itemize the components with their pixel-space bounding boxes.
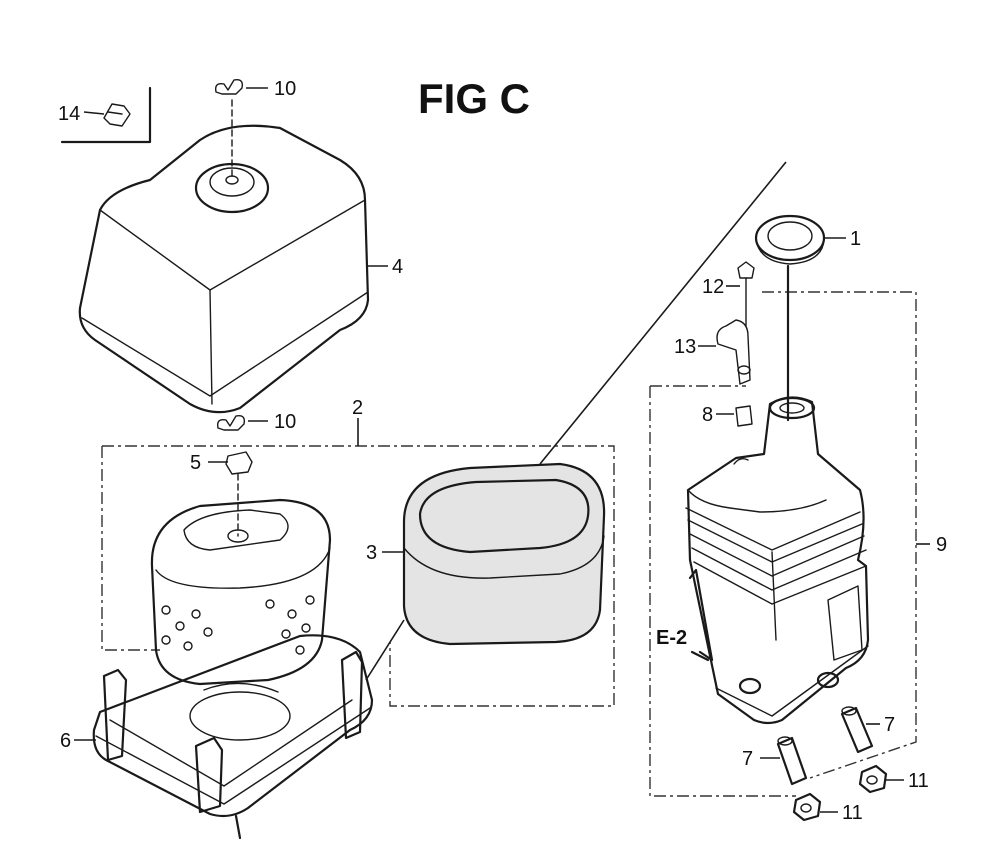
- callout-11-right: 11: [908, 770, 929, 792]
- callout-14: 14: [58, 103, 80, 125]
- element-assembly-2-box: [101, 418, 615, 707]
- callout-7-left: 7: [742, 748, 753, 770]
- tube-7-left: [760, 736, 808, 786]
- nut-5: [208, 451, 253, 537]
- section-reference-label: E-2: [656, 627, 687, 649]
- tube-7-right: [840, 706, 880, 754]
- case-assembly-9-box: [649, 291, 930, 797]
- callout-3: 3: [366, 542, 377, 564]
- paper-element: [150, 498, 332, 686]
- callout-5: 5: [190, 452, 201, 474]
- figure-title: FIG C: [418, 75, 530, 122]
- nut-11-left: [792, 792, 838, 822]
- callout-7-right: 7: [884, 714, 895, 736]
- callout-12: 12: [702, 276, 724, 298]
- section-reference-e2: E-2: [656, 568, 714, 662]
- bolt-12: [726, 261, 755, 327]
- callout-9: 9: [936, 534, 947, 556]
- grommet-1: [754, 214, 846, 265]
- callout-4: 4: [392, 256, 403, 278]
- base-6: [74, 619, 405, 840]
- callout-8: 8: [702, 404, 713, 426]
- air-cleaner-case: [685, 396, 870, 725]
- callout-6: 6: [60, 730, 71, 752]
- wing-nut-10-lower: [216, 414, 268, 431]
- foam-element-3: [382, 161, 787, 646]
- callout-11-left: 11: [842, 802, 863, 824]
- nut-11-right: [858, 764, 904, 794]
- callout-13: 13: [674, 336, 696, 358]
- part-14-inset: [60, 86, 152, 144]
- callout-1: 1: [850, 228, 861, 250]
- air-cleaner-cover-4: [78, 124, 388, 414]
- collar-8: [716, 405, 753, 427]
- callout-10-lower: 10: [274, 411, 296, 433]
- callout-10-top: 10: [274, 78, 296, 100]
- callout-2: 2: [352, 397, 363, 419]
- bracket-13: [698, 319, 751, 385]
